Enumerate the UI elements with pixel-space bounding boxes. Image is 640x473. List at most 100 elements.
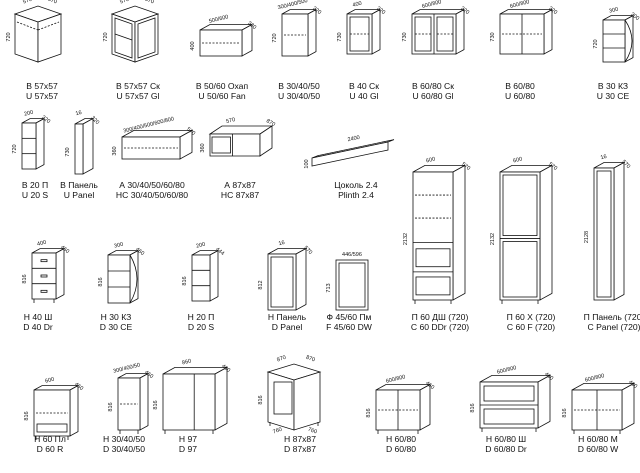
dimension-label: 570 [47, 0, 58, 5]
caption-ru: Н 40 Ш [23, 312, 53, 322]
dimension-label: 2132 [490, 233, 496, 245]
dimension-label: 730 [65, 147, 71, 156]
dimension-label: 600/800 [496, 365, 517, 376]
dimension-label: 300/400/50 [113, 362, 141, 374]
caption-en: D 60/80 W [577, 444, 619, 454]
caption-p60h: П 60 Х (720)С 60 F (720) [486, 312, 576, 332]
dimension-label: 320 [375, 6, 386, 16]
caption-en: U 30 CE [596, 91, 630, 101]
caption-ru: В 30/40/50 [278, 81, 320, 91]
dimension-label: 360 [112, 146, 118, 155]
caption-en: С 60 DDr (720) [410, 322, 470, 332]
dimension-label: 720 [6, 32, 12, 41]
dimension-label: 460 [543, 371, 554, 381]
caption-en: D 60 R [36, 444, 64, 454]
caption-ru: А 30/40/50/60/80 [119, 180, 185, 190]
dimension-label: 600 [426, 156, 436, 164]
dimension-label: 570 [226, 117, 236, 125]
dimension-label: 460 [73, 382, 84, 392]
dimension-label: 446/596 [342, 252, 362, 258]
caption-en: D 60/80 Dr [485, 444, 527, 454]
caption-ru: Н 30/40/50 [102, 434, 146, 444]
caption-ppanel: П Панель (720)С Panel (720) [569, 312, 640, 332]
dimension-label: 460 [143, 370, 154, 380]
dimension-label: 713 [326, 283, 332, 292]
dimension-label: 730 [490, 32, 496, 41]
dimension-label: 570 [620, 159, 631, 170]
caption-en: D 20 S [187, 322, 215, 332]
caption-ru: В Панель [60, 180, 98, 190]
caption-ru: Н 87х87 [283, 434, 316, 444]
caption-en: U Panel [63, 190, 95, 200]
caption-en: U 60/80 Gl [412, 91, 454, 101]
dimension-label: 500/600 [208, 14, 229, 25]
caption-ru: В 30 КЗ [597, 81, 629, 91]
dimension-label: 816 [22, 274, 28, 283]
dimension-label: 600/800 [421, 0, 442, 10]
dimension-label: 16 [278, 240, 285, 247]
dimension-label: 720 [272, 33, 278, 42]
dimension-label: 570 [460, 161, 471, 171]
dimension-label: 2132 [403, 233, 409, 245]
caption-en: U 50/60 Fan [198, 91, 246, 101]
caption-ru: Н 60 Пл [34, 434, 66, 444]
dimension-label: 2128 [584, 231, 590, 243]
dimension-label: 816 [108, 402, 114, 411]
caption-ru: Н 60/80 Ш [485, 434, 527, 444]
dimension-label: 460 [220, 363, 231, 373]
caption-ru: А 87х87 [224, 180, 256, 190]
dimension-label: 570 [185, 126, 196, 136]
dimension-label: 816 [153, 400, 159, 409]
caption-en: D 30/40/50 [102, 444, 146, 454]
caption-ru: Ф 45/60 Пм [326, 312, 372, 322]
dimension-label: 600/800 [509, 0, 530, 10]
dimension-label: 570 [302, 245, 313, 256]
caption-en: D Panel [271, 322, 303, 332]
dimension-label: 570 [144, 0, 155, 5]
cabinet-f4560: 446/596 713 [326, 252, 369, 311]
dimension-label: 460 [59, 245, 70, 255]
caption-ru: В 40 Ск [348, 81, 380, 91]
caption-en: D 87х87 [283, 444, 316, 454]
caption-ru: Н 60/80 М [578, 434, 618, 444]
caption-en: U 40 Gl [349, 91, 379, 101]
dimension-label: 320 [459, 6, 470, 16]
dimension-label: 320 [246, 21, 257, 31]
caption-en: НС 30/40/50/60/80 [115, 190, 189, 200]
caption-en: НС 87х87 [220, 190, 260, 200]
dimension-label: 360 [200, 143, 206, 152]
dimension-label: 320 [311, 6, 322, 16]
caption-ru: Н Панель [267, 312, 307, 322]
dimension-label: 600 [513, 156, 523, 164]
